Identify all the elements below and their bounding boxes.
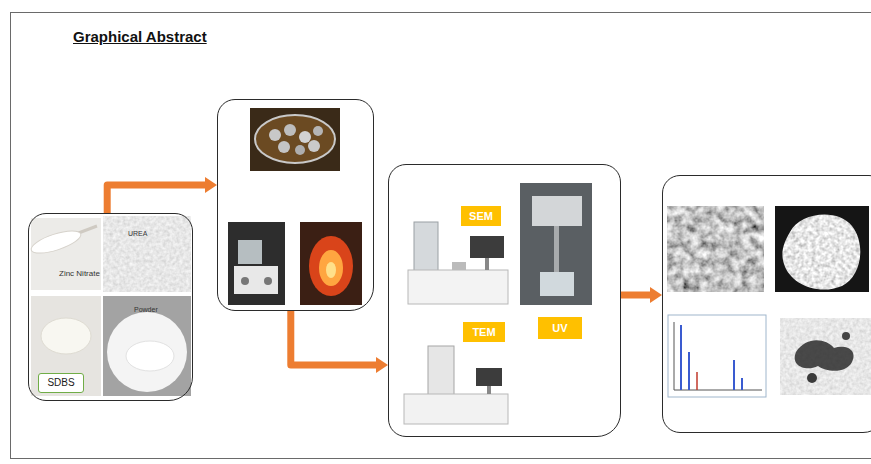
- zinc-nitrate-photo: [31, 218, 101, 290]
- process-arrow: [291, 311, 376, 365]
- sdbs-photo: [31, 296, 101, 396]
- beaker-photo: [299, 131, 311, 143]
- hotplate-photo: [238, 240, 262, 264]
- title-block: Graphical Abstract: [73, 28, 207, 46]
- tem-instrument: [487, 386, 491, 394]
- eds-spectrum: [674, 322, 675, 390]
- furnace-photo: [300, 222, 362, 305]
- beaker-photo: [269, 129, 281, 141]
- text-slot: UREA: [128, 222, 147, 240]
- furnace-photo: [326, 262, 336, 278]
- uv-instrument: [520, 183, 592, 305]
- technique-label: UV: [552, 322, 567, 335]
- sem-instrument: [485, 258, 489, 270]
- furnace-photo: [309, 236, 353, 296]
- hotplate-photo: [234, 266, 278, 294]
- reagent-tag: SDBS: [38, 373, 84, 393]
- beaker-photo: [250, 108, 340, 171]
- process-arrow: [107, 185, 205, 213]
- frame: [11, 13, 871, 459]
- sem-micrograph: [667, 206, 764, 292]
- results-panel: [662, 175, 871, 433]
- beaker-photo: [255, 115, 335, 163]
- photo-caption: Zinc Nitrate: [59, 269, 100, 278]
- sdbs-photo: [31, 296, 101, 396]
- eds-spectrum: [696, 372, 698, 390]
- process-arrow: [621, 292, 650, 299]
- photo-label: Powder: [134, 306, 158, 313]
- uv-instrument: [540, 272, 574, 296]
- tem-micrograph: [795, 340, 854, 371]
- tem-instrument: [428, 346, 454, 398]
- label-slot: Powder: [134, 298, 158, 316]
- beaker-photo: [295, 145, 305, 155]
- furnace-photo: [300, 222, 362, 305]
- hotplate-photo: [228, 222, 285, 305]
- beaker-photo: [278, 141, 290, 153]
- reagent-label: SDBS: [47, 377, 74, 389]
- powder-photo: [126, 341, 174, 371]
- powder-photo: [103, 296, 191, 396]
- eds-spectrum: [733, 360, 735, 390]
- tem-micrograph: [780, 318, 871, 395]
- powder-photo: [103, 296, 191, 396]
- technique-label: TEM: [472, 326, 495, 339]
- sem-micrograph: [775, 206, 869, 292]
- eds-spectrum: [674, 390, 762, 391]
- tem-instrument: [404, 394, 508, 424]
- sem-micrograph: [775, 206, 869, 292]
- uv-instrument: [520, 183, 592, 305]
- characterization-panel: SEM UV TEM: [388, 164, 621, 437]
- sdbs-photo: [41, 318, 91, 354]
- technique-tag: UV: [538, 317, 582, 339]
- powder-photo: [107, 312, 187, 392]
- sem-instrument: [452, 262, 466, 270]
- beaker-photo: [284, 124, 296, 136]
- zinc-nitrate-photo: [29, 226, 83, 257]
- technique-label: SEM: [469, 210, 493, 223]
- sem-micrograph: [775, 206, 869, 292]
- photo-caption: UREA: [128, 230, 147, 237]
- tem-instrument: [404, 346, 508, 424]
- eds-spectrum: [741, 378, 743, 390]
- technique-tag: SEM: [461, 206, 501, 226]
- reagent-panel: Zinc Nitrate UREA SDBS: [28, 213, 193, 401]
- hotplate-photo: [241, 277, 249, 285]
- uv-instrument: [554, 226, 559, 272]
- sem-instrument: [408, 222, 508, 304]
- uv-instrument: [532, 196, 582, 226]
- sem-micrograph: [667, 206, 764, 292]
- sem-instrument: [408, 270, 508, 304]
- hotplate-photo: [264, 277, 272, 285]
- title: Graphical Abstract: [73, 28, 207, 45]
- zinc-nitrate-photo: [29, 218, 101, 290]
- hotplate-photo: [228, 222, 285, 305]
- eds-spectrum: [668, 315, 766, 397]
- synthesis-panel: [217, 99, 374, 311]
- beaker-photo: [313, 126, 323, 136]
- beaker-photo: [250, 108, 340, 171]
- eds-spectrum: [668, 315, 766, 397]
- urea-photo: [103, 216, 191, 292]
- tem-micrograph: [780, 318, 871, 395]
- eds-spectrum: [688, 352, 690, 390]
- tem-micrograph: [842, 332, 850, 340]
- sem-micrograph: [775, 206, 869, 292]
- tem-instrument: [476, 368, 502, 386]
- tem-micrograph: [807, 373, 817, 383]
- eds-spectrum: [680, 325, 682, 390]
- technique-tag: TEM: [463, 322, 505, 342]
- beaker-photo: [308, 140, 320, 152]
- text-slot: Zinc Nitrate: [59, 262, 100, 280]
- urea-photo: [103, 216, 191, 292]
- sem-instrument: [470, 236, 504, 258]
- furnace-photo: [319, 250, 343, 286]
